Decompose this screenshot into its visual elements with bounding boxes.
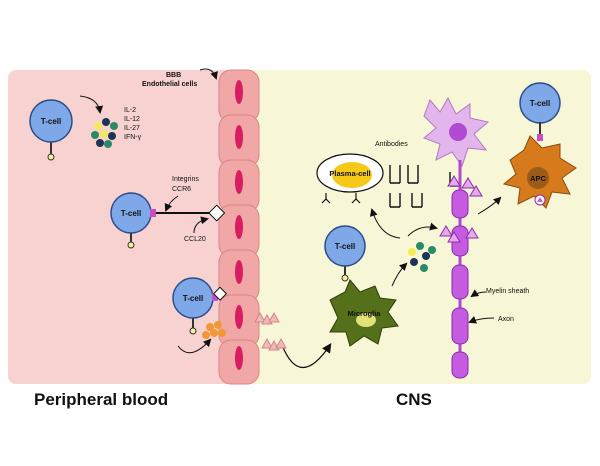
tcell-2-label: T-cell bbox=[121, 209, 141, 218]
cytokine-ifng: IFN-γ bbox=[124, 134, 142, 141]
cns-background bbox=[241, 70, 591, 384]
tcell-4-label: T-cell bbox=[335, 242, 355, 251]
endothelial-cells bbox=[218, 69, 260, 385]
ccl20-label: CCL20 bbox=[184, 236, 206, 243]
tcell-1-label: T-cell bbox=[41, 117, 61, 126]
myelin-sheath bbox=[451, 189, 469, 379]
ccr6-label: CCR6 bbox=[172, 186, 191, 193]
cytokine-il27: IL-27 bbox=[124, 125, 140, 132]
antigen-triangles-bbb bbox=[254, 311, 287, 351]
antigen-triangles-neuron bbox=[439, 175, 483, 243]
tcell-3-label: T-cell bbox=[183, 294, 203, 303]
plasma-cell: Plasma-cell bbox=[316, 153, 384, 193]
tcell-3: T-cell bbox=[172, 277, 218, 335]
cytokine-cluster-orange bbox=[202, 321, 226, 339]
axon-label: Axon bbox=[498, 316, 514, 323]
cytokine-cluster-cns bbox=[408, 242, 436, 272]
tcell-4: T-cell bbox=[324, 225, 366, 282]
apc-label: APC bbox=[530, 174, 546, 183]
peripheral-title: Peripheral blood bbox=[34, 390, 169, 409]
cytokine-cluster bbox=[91, 118, 118, 148]
antibody-receptors bbox=[321, 193, 361, 204]
tcell-5: T-cell bbox=[519, 82, 561, 141]
antibodies bbox=[389, 165, 461, 208]
myelin-sheath-label: Myelin sheath bbox=[486, 288, 529, 295]
microglia-label: Microglia bbox=[348, 309, 382, 318]
tcell-2: T-cell bbox=[110, 192, 156, 249]
tcell-1: T-cell bbox=[29, 99, 73, 161]
antibodies-label: Antibodies bbox=[375, 141, 408, 148]
bbb-label: BBB bbox=[166, 72, 181, 79]
cytokine-il12: IL-12 bbox=[124, 116, 140, 123]
cns-title: CNS bbox=[396, 390, 432, 409]
apc-cell: APC bbox=[502, 135, 577, 209]
microglia: Microglia bbox=[329, 279, 399, 347]
integrins-label: Integrins bbox=[172, 176, 199, 183]
plasma-cell-label: Plasma-cell bbox=[329, 169, 370, 178]
endothelial-label: Endothelial cells bbox=[142, 81, 197, 88]
cytokine-il2: IL-2 bbox=[124, 107, 136, 114]
tcell-5-label: T-cell bbox=[530, 99, 550, 108]
